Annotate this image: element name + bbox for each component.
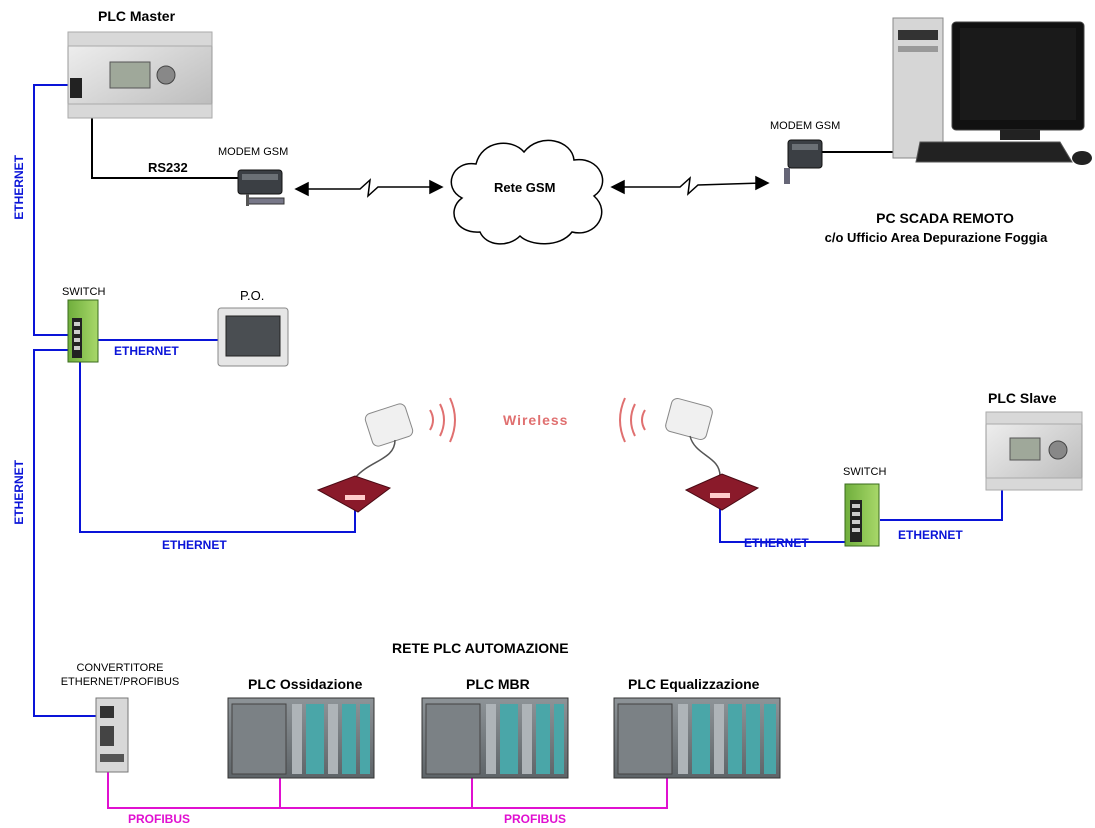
plc-mbr-rack-icon[interactable]	[421, 697, 569, 779]
modem-gsm-right-icon[interactable]	[784, 139, 823, 184]
pc-scada-computer-icon[interactable]	[892, 17, 1092, 165]
profibus-lines	[107, 772, 668, 809]
ethernet-slave-label: ETHERNET	[898, 528, 963, 542]
plc-master-icon[interactable]	[67, 31, 213, 119]
plc-equalizzazione-label: PLC Equalizzazione	[628, 676, 760, 692]
rs232-label: RS232	[148, 160, 188, 175]
convertitore-label-line1: CONVERTITORE	[76, 662, 164, 674]
plc-ossidazione-label: PLC Ossidazione	[248, 676, 363, 692]
plc-slave-icon[interactable]	[985, 411, 1083, 491]
rete-gsm-label: Rete GSM	[494, 180, 556, 195]
modem-gsm-left-label: MODEM GSM	[218, 146, 289, 158]
switch-top-label: SWITCH	[62, 286, 106, 298]
switch-top-icon[interactable]	[67, 299, 99, 363]
modem-gsm-right-label: MODEM GSM	[770, 120, 841, 132]
antenna-right-icon	[665, 397, 721, 477]
ethernet-lines	[33, 84, 1003, 717]
convertitore-label-line2: ETHERNET/PROFIBUS	[60, 676, 180, 688]
ethernet-vertical-bottom-label: ETHERNET	[12, 460, 26, 525]
wireless-label: Wireless	[503, 412, 569, 428]
wireless-waves-left-icon	[429, 397, 456, 443]
ethernet-bottom-left-label: ETHERNET	[162, 538, 227, 552]
pc-scada-title: PC SCADA REMOTO	[876, 210, 1014, 226]
plc-equalizzazione-rack-icon[interactable]	[613, 697, 781, 779]
po-label: P.O.	[240, 288, 265, 303]
operator-panel-icon[interactable]	[217, 307, 289, 367]
rete-plc-automazione-title: RETE PLC AUTOMAZIONE	[392, 640, 569, 656]
switch-slave-icon[interactable]	[844, 483, 880, 547]
plc-mbr-label: PLC MBR	[466, 676, 530, 692]
profibus-left-label: PROFIBUS	[128, 812, 191, 826]
plc-master-label: PLC Master	[98, 8, 176, 24]
converter-ethernet-profibus-icon[interactable]	[95, 697, 129, 773]
rete-gsm-cloud-icon	[450, 139, 604, 245]
plc-slave-label: PLC Slave	[988, 390, 1057, 406]
pc-scada-location: c/o Ufficio Area Depurazione Foggia	[824, 230, 1048, 245]
gsm-link-left	[294, 178, 444, 198]
ethernet-po-label: ETHERNET	[114, 344, 179, 358]
wireless-router-left-icon[interactable]	[316, 475, 392, 513]
switch-slave-label: SWITCH	[843, 466, 887, 478]
profibus-right-label: PROFIBUS	[504, 812, 567, 826]
wireless-router-right-icon[interactable]	[684, 473, 760, 511]
ethernet-bottom-right-label: ETHERNET	[744, 536, 809, 550]
plc-ossidazione-rack-icon[interactable]	[227, 697, 375, 779]
antenna-left-icon	[354, 403, 414, 479]
modem-gsm-left-icon[interactable]	[237, 169, 285, 206]
ethernet-vertical-top-label: ETHERNET	[12, 155, 26, 220]
gsm-link-right	[610, 175, 770, 196]
wireless-waves-right-icon	[619, 397, 646, 443]
